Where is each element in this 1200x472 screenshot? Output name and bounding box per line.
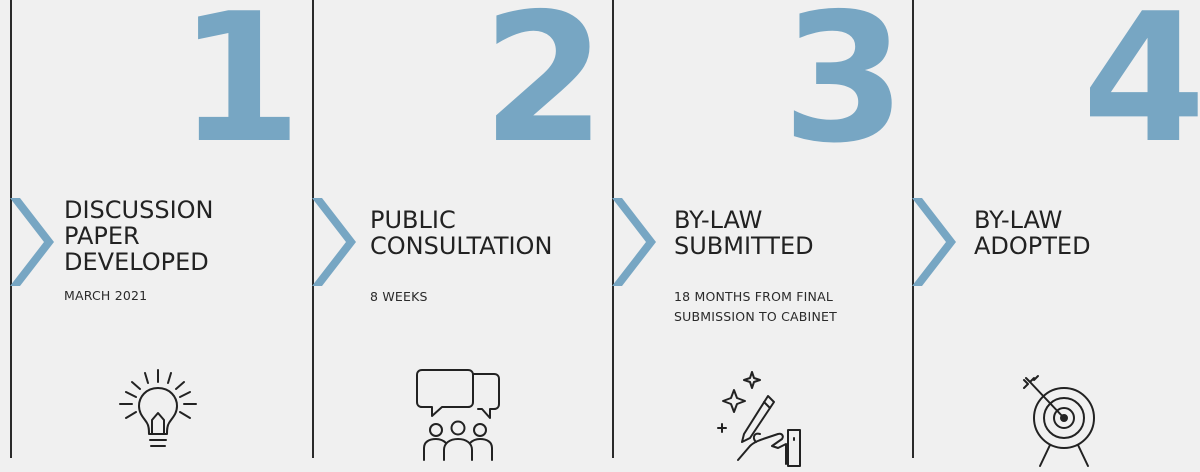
chevron-right-icon	[912, 198, 956, 286]
step-number: 4	[1082, 0, 1200, 182]
step-4: 4 BY-LAW ADOPTED	[912, 0, 1200, 467]
step-2: 2 PUBLIC CONSULTATION 8 WEEKS	[312, 0, 612, 461]
step-title: BY-LAW ADOPTED	[974, 206, 1091, 260]
step-1: 1 DISCUSSION PAPER DEVELOPED MARCH 2021	[10, 0, 310, 458]
step-number: 2	[482, 0, 606, 182]
step-title: BY-LAW SUBMITTED	[674, 206, 814, 260]
chevron-right-icon	[312, 198, 356, 286]
step-subtitle: MARCH 2021	[64, 288, 148, 303]
hand-signing-icon	[708, 368, 808, 468]
lightbulb-icon	[108, 368, 208, 468]
process-steps: 1 DISCUSSION PAPER DEVELOPED MARCH 2021	[10, 0, 1200, 467]
step-subtitle: 8 WEEKS	[370, 289, 428, 304]
step-subtitle: 18 MONTHS FROM FINAL SUBMISSION TO CABIN…	[674, 289, 837, 324]
step-divider	[912, 0, 914, 458]
step-3: 3 BY-LAW SUBMITTED 18 MONTHS FROM FINAL …	[612, 0, 912, 467]
step-number: 3	[782, 0, 906, 182]
step-divider	[10, 0, 12, 458]
conversation-group-icon	[408, 368, 508, 468]
step-title: DISCUSSION PAPER DEVELOPED	[64, 196, 214, 276]
chevron-right-icon	[10, 198, 54, 286]
step-title: PUBLIC CONSULTATION	[370, 206, 553, 260]
chevron-right-icon	[612, 198, 656, 286]
step-divider	[312, 0, 314, 458]
step-divider	[612, 0, 614, 458]
step-number: 1	[178, 0, 302, 182]
target-icon	[1010, 368, 1110, 468]
